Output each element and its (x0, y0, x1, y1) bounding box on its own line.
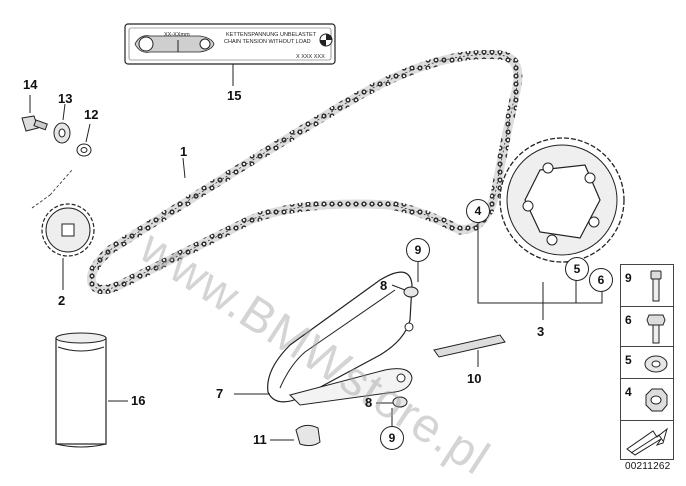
drive-chain (86, 50, 523, 294)
callout-4: 4 (466, 199, 490, 223)
callout-16: 16 (131, 393, 146, 408)
bolt-icon (650, 270, 662, 302)
callout-6: 6 (589, 268, 613, 292)
callout-5: 5 (565, 257, 589, 281)
side-panel-bolt-9: 9 (620, 264, 674, 307)
washer-icon (644, 355, 668, 373)
rear-sprocket (499, 137, 625, 263)
side-panel-washer-5: 5 (620, 346, 674, 379)
bmw-logo-icon (319, 33, 333, 47)
callout-9-lower: 9 (380, 426, 404, 450)
side-panel-number: 6 (625, 313, 632, 327)
callout-11: 11 (253, 432, 267, 447)
callout-7: 7 (216, 386, 224, 401)
side-panel-nut-4: 4 (620, 378, 674, 421)
grommet-upper (403, 286, 419, 298)
grommet-lower (392, 396, 408, 408)
side-panel-number: 4 (625, 385, 632, 399)
chain-guide (267, 271, 414, 406)
side-panel-number: 9 (625, 271, 632, 285)
diagram-number: 00211262 (625, 461, 671, 472)
hex-bolt-icon (646, 314, 666, 344)
front-sprocket (31, 169, 95, 257)
callout-2: 2 (58, 293, 66, 308)
chain-tension-label (124, 23, 336, 65)
callout-10: 10 (467, 371, 482, 386)
callout-15: 15 (227, 88, 242, 103)
chain-spray-can (55, 332, 107, 448)
callout-9-upper: 9 (406, 238, 430, 262)
callout-12: 12 (84, 107, 99, 122)
callout-8-upper: 8 (380, 278, 388, 293)
nut-icon (645, 388, 668, 412)
sealing-strip (433, 334, 506, 358)
side-panel-number: 5 (625, 353, 632, 367)
chain-clip (295, 424, 321, 447)
side-panel-bolt-6: 6 (620, 306, 674, 347)
callout-8-lower: 8 (365, 395, 373, 410)
callout-14: 14 (23, 77, 38, 92)
callout-1: 1 (180, 144, 188, 159)
callout-3: 3 (537, 324, 545, 339)
arrow-icon (626, 427, 668, 456)
side-panel-arrow (620, 420, 674, 460)
callout-13: 13 (58, 91, 73, 106)
sprocket-bolt (21, 115, 48, 132)
